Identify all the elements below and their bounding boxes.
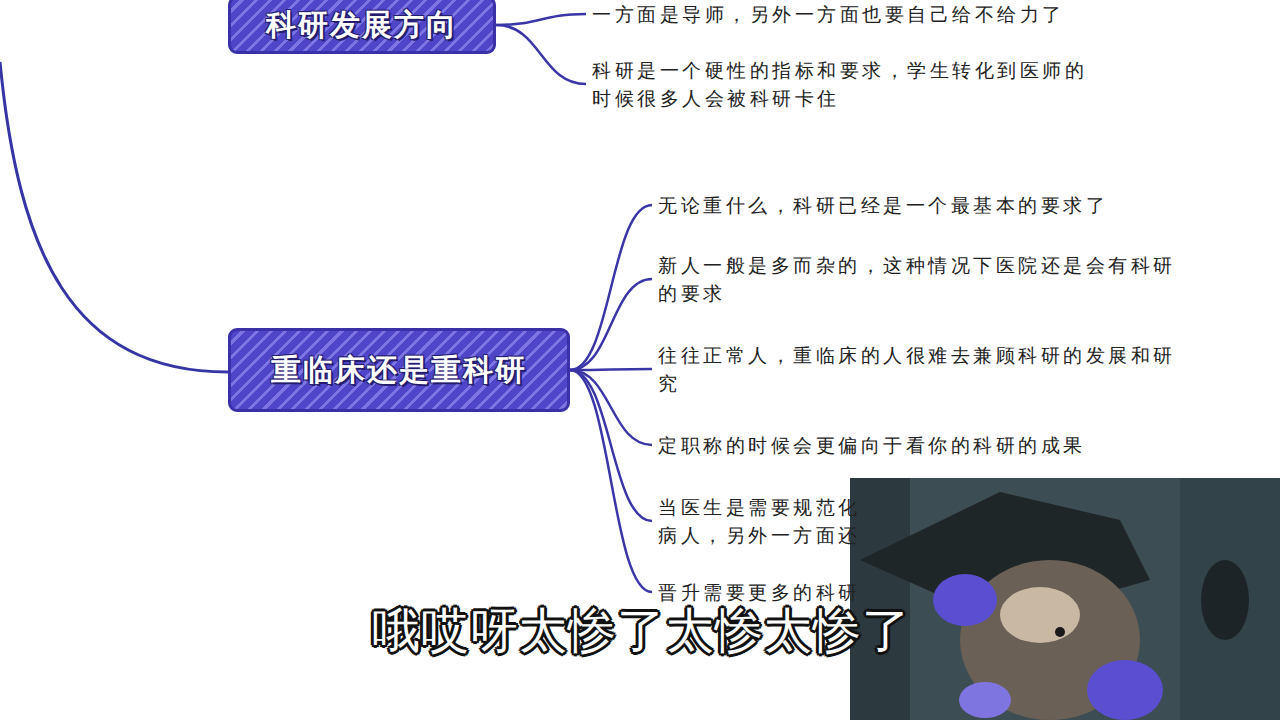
- video-background: [850, 478, 1280, 720]
- purple-blob: [933, 574, 997, 626]
- dark-shape: [1201, 560, 1249, 640]
- leaf-text: 往往正常人，重临床的人很难去兼顾科研的发展和研 究: [658, 341, 1198, 397]
- face-highlight: [1000, 587, 1080, 643]
- branch-line: [0, 62, 228, 372]
- leaf-label: 当医生是需要规范化 病人，另外一方面还: [658, 493, 878, 549]
- topic-label: 重临床还是重科研: [271, 352, 527, 388]
- subtitle-text: 哦哎呀太惨了太惨太惨了: [372, 602, 911, 658]
- topic-box: 重临床还是重科研: [228, 328, 570, 412]
- leaf-label: 定职称的时候会更偏向于看你的科研的成果: [658, 431, 1086, 459]
- topic-box: 科研发展方向: [228, 0, 496, 54]
- branch-connector: [570, 205, 652, 370]
- leaf-label: 新人一般是多而杂的，这种情况下医院还是会有科研 的要求: [658, 251, 1198, 307]
- leaf-text: 新人一般是多而杂的，这种情况下医院还是会有科研 的要求: [658, 251, 1198, 307]
- topic-label: 科研发展方向: [266, 7, 458, 43]
- branch-connector: [570, 370, 652, 521]
- branch-connector: [570, 370, 652, 445]
- leaf-label: 一方面是导师，另外一方面也要自己给不给力了: [592, 0, 1065, 28]
- leaf-text: 定职称的时候会更偏向于看你的科研的成果: [658, 431, 1086, 459]
- leaf-text: 当医生是需要规范化 病人，另外一方面还: [658, 493, 878, 549]
- branch-connector: [496, 25, 586, 84]
- purple-blob: [959, 682, 1011, 718]
- purple-blob: [1087, 660, 1163, 720]
- leaf-label: 往往正常人，重临床的人很难去兼顾科研的发展和研 究: [658, 341, 1198, 397]
- leaf-label: 科研是一个硬性的指标和要求，学生转化到医师的 时候很多人会被科研卡住: [592, 56, 1132, 112]
- video-shade: [1180, 478, 1280, 720]
- leaf-text: 科研是一个硬性的指标和要求，学生转化到医师的 时候很多人会被科研卡住: [592, 56, 1132, 112]
- leaf-text: 一方面是导师，另外一方面也要自己给不给力了: [592, 0, 1065, 28]
- branch-connector: [496, 14, 586, 25]
- leaf-text: 晋升需要更多的科研: [658, 578, 861, 606]
- branch-connector: [570, 279, 652, 370]
- leaf-label: 晋升需要更多的科研: [658, 578, 861, 606]
- branch-connector: [570, 370, 652, 592]
- leaf-text: 无论重什么，科研已经是一个最基本的要求了: [658, 191, 1108, 219]
- leaf-label: 无论重什么，科研已经是一个最基本的要求了: [658, 191, 1108, 219]
- branch-connector: [570, 369, 652, 370]
- video-overlay: [850, 478, 1280, 720]
- eye-dot: [1055, 627, 1065, 637]
